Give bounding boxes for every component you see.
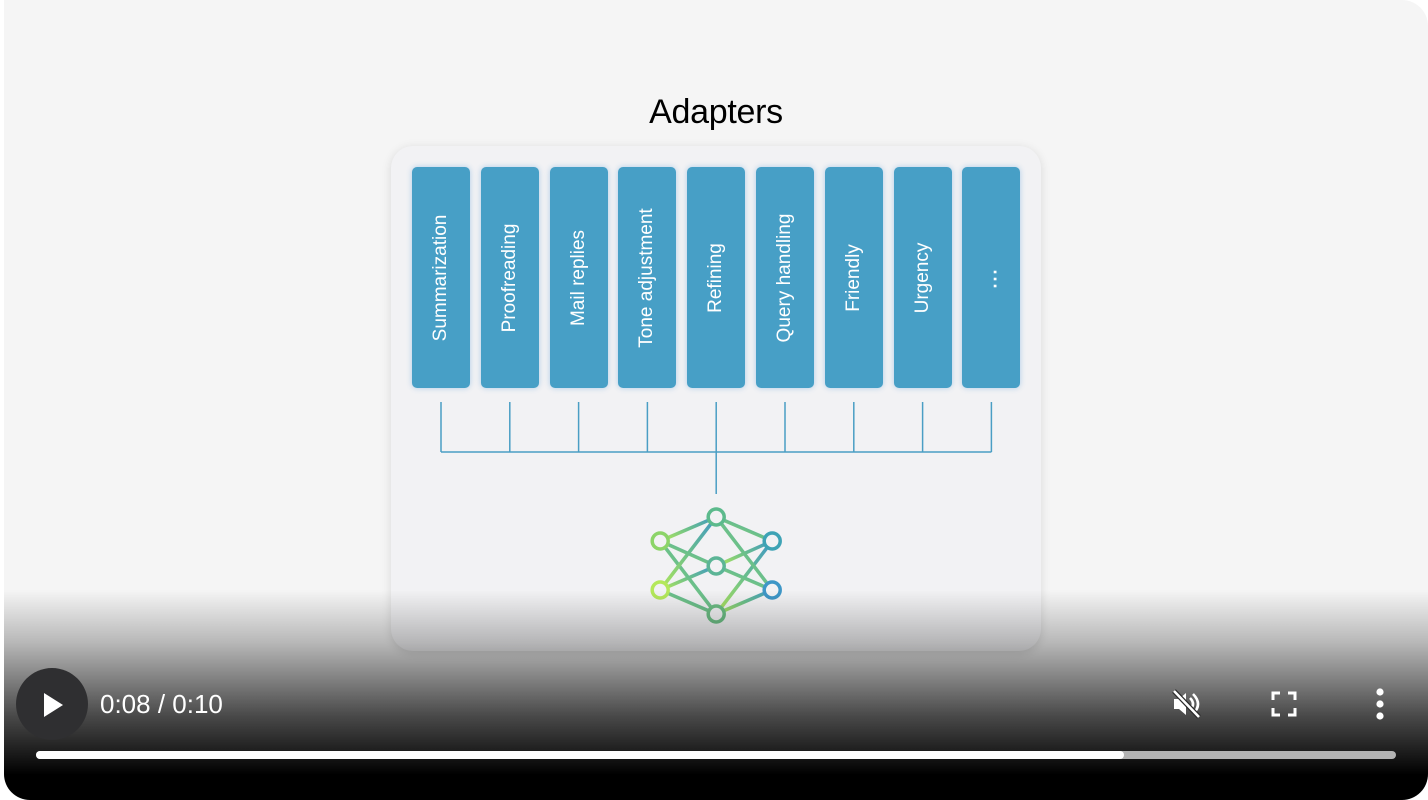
adapter-block: Refining — [687, 167, 746, 388]
fullscreen-icon — [1271, 691, 1297, 717]
time-display: 0:08 / 0:10 — [100, 689, 223, 719]
network-edge — [715, 515, 773, 543]
neural-network-icon — [650, 507, 782, 624]
more-options-button[interactable] — [1358, 682, 1402, 726]
network-node — [706, 507, 726, 527]
adapter-more: ... — [962, 167, 1021, 388]
more-vertical-icon — [1376, 688, 1384, 720]
progress-fill — [36, 751, 1124, 759]
controls-gradient-overlay — [4, 590, 1428, 800]
adapter-block: Mail replies — [549, 167, 608, 388]
adapter-block: Query handling — [756, 167, 814, 388]
play-button[interactable] — [16, 668, 88, 740]
network-edge — [659, 564, 717, 592]
muted-speaker-icon — [1172, 689, 1201, 719]
progress-bar[interactable] — [36, 751, 1396, 759]
network-node — [650, 531, 670, 551]
adapter-connector-lines — [440, 402, 993, 494]
network-node — [762, 531, 782, 551]
adapter-block: Urgency — [893, 167, 952, 388]
mute-button[interactable] — [1166, 682, 1210, 726]
network-edge — [658, 515, 718, 592]
adapter-block: Proofreading — [480, 167, 539, 388]
network-edge — [659, 515, 717, 543]
adapter-block: Tone adjustment — [618, 167, 677, 388]
adapter-block: Summarization — [412, 167, 470, 388]
adapter-block: Friendly — [824, 167, 883, 388]
network-edge — [715, 564, 773, 592]
play-icon — [44, 693, 63, 717]
slide-title: Adapters — [649, 93, 783, 131]
network-edge — [714, 515, 774, 592]
network-node — [706, 556, 726, 576]
fullscreen-button[interactable] — [1262, 682, 1306, 726]
